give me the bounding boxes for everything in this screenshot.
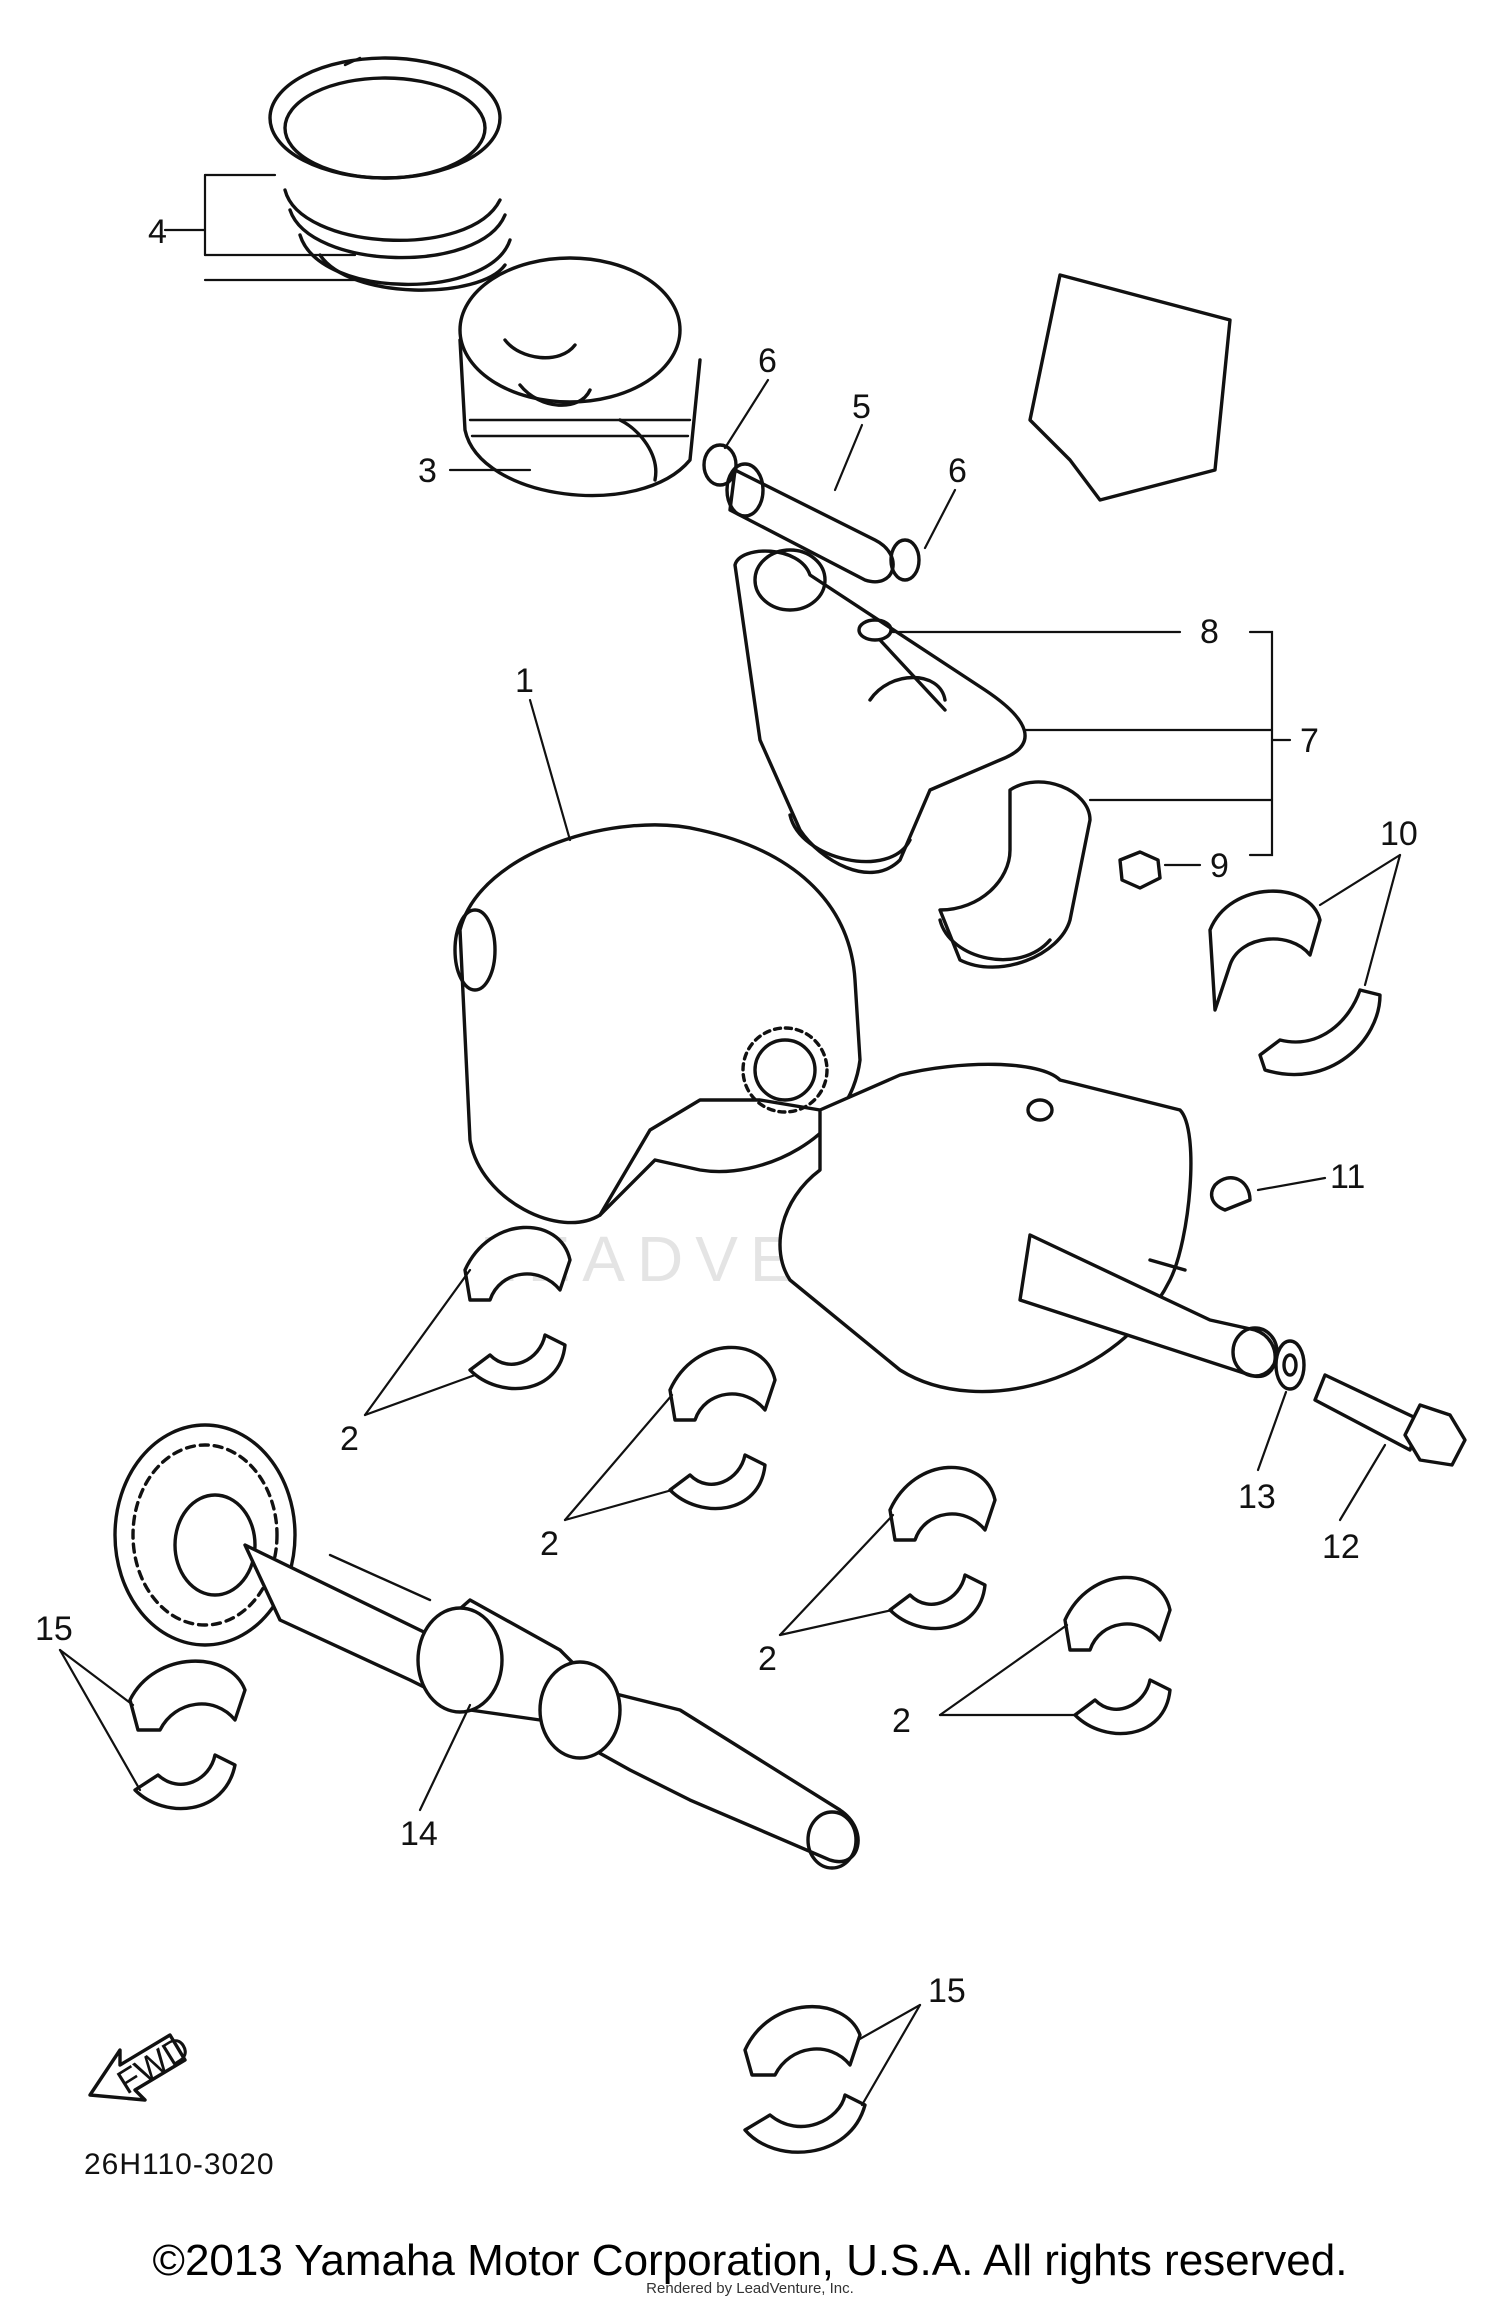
callout-15-right: 15: [928, 1972, 966, 2010]
balancer-bearing-set-left[interactable]: [128, 1659, 247, 1811]
conrod-nut[interactable]: [1118, 850, 1162, 890]
balancer-bearing-set-right[interactable]: [743, 2005, 867, 2154]
piston-pin[interactable]: [725, 462, 895, 584]
leader-lines: [58, 173, 1402, 2107]
balancer-shaft[interactable]: [113, 1423, 860, 1870]
callout-15-left: 15: [35, 1610, 73, 1648]
washer[interactable]: [1274, 1339, 1306, 1391]
callout-10: 10: [1380, 815, 1418, 853]
fwd-arrow-icon: FWD: [88, 2029, 197, 2102]
callout-8: 8: [1200, 613, 1219, 651]
callout-9: 9: [1210, 847, 1229, 885]
callout-6-right: 6: [948, 452, 967, 490]
callouts: 4 3 6 5 6 8 7 9 10 1 11 13 12 2 2 2 2 14…: [35, 213, 1418, 2010]
copyright-notice: ©2013 Yamaha Motor Corporation, U.S.A. A…: [152, 2236, 1348, 2285]
conrod-bolt[interactable]: [857, 618, 947, 712]
piston[interactable]: [458, 256, 702, 498]
callout-2-b: 2: [540, 1525, 559, 1563]
piston-rings[interactable]: [268, 56, 512, 292]
callout-7: 7: [1300, 722, 1319, 760]
woodruff-key[interactable]: [1209, 1176, 1252, 1212]
conrod-cap[interactable]: [938, 780, 1092, 969]
main-bearing-set-2[interactable]: [668, 1345, 777, 1511]
callout-6-left: 6: [758, 342, 777, 380]
callout-13: 13: [1238, 1478, 1276, 1516]
fwd-label: FWD: [111, 2029, 197, 2102]
big-end-bearing-upper[interactable]: [1208, 889, 1322, 1012]
callout-5: 5: [852, 388, 871, 426]
main-bearing-set-4[interactable]: [1063, 1575, 1172, 1736]
callout-12: 12: [1322, 1528, 1360, 1566]
callout-11: 11: [1330, 1158, 1365, 1196]
callout-2-c: 2: [758, 1640, 777, 1678]
callout-2-a: 2: [340, 1420, 359, 1458]
callout-14: 14: [400, 1815, 438, 1853]
diagram-code: 26H110-3020: [84, 2148, 275, 2181]
callout-3: 3: [418, 452, 437, 490]
connecting-rod[interactable]: [733, 273, 1232, 874]
main-bearing-set-1[interactable]: [463, 1225, 572, 1391]
callout-4: 4: [148, 213, 167, 251]
rendered-by: Rendered by LeadVenture, Inc.: [646, 2280, 854, 2297]
main-bearing-set-3[interactable]: [888, 1465, 997, 1631]
crankshaft[interactable]: [453, 823, 1279, 1394]
circlip-left[interactable]: [702, 443, 738, 487]
big-end-bearing-lower[interactable]: [1258, 988, 1382, 1077]
callout-2-d: 2: [892, 1702, 911, 1740]
callout-1: 1: [515, 662, 534, 700]
crank-bolt[interactable]: [1313, 1373, 1467, 1467]
circlip-right[interactable]: [889, 538, 921, 582]
